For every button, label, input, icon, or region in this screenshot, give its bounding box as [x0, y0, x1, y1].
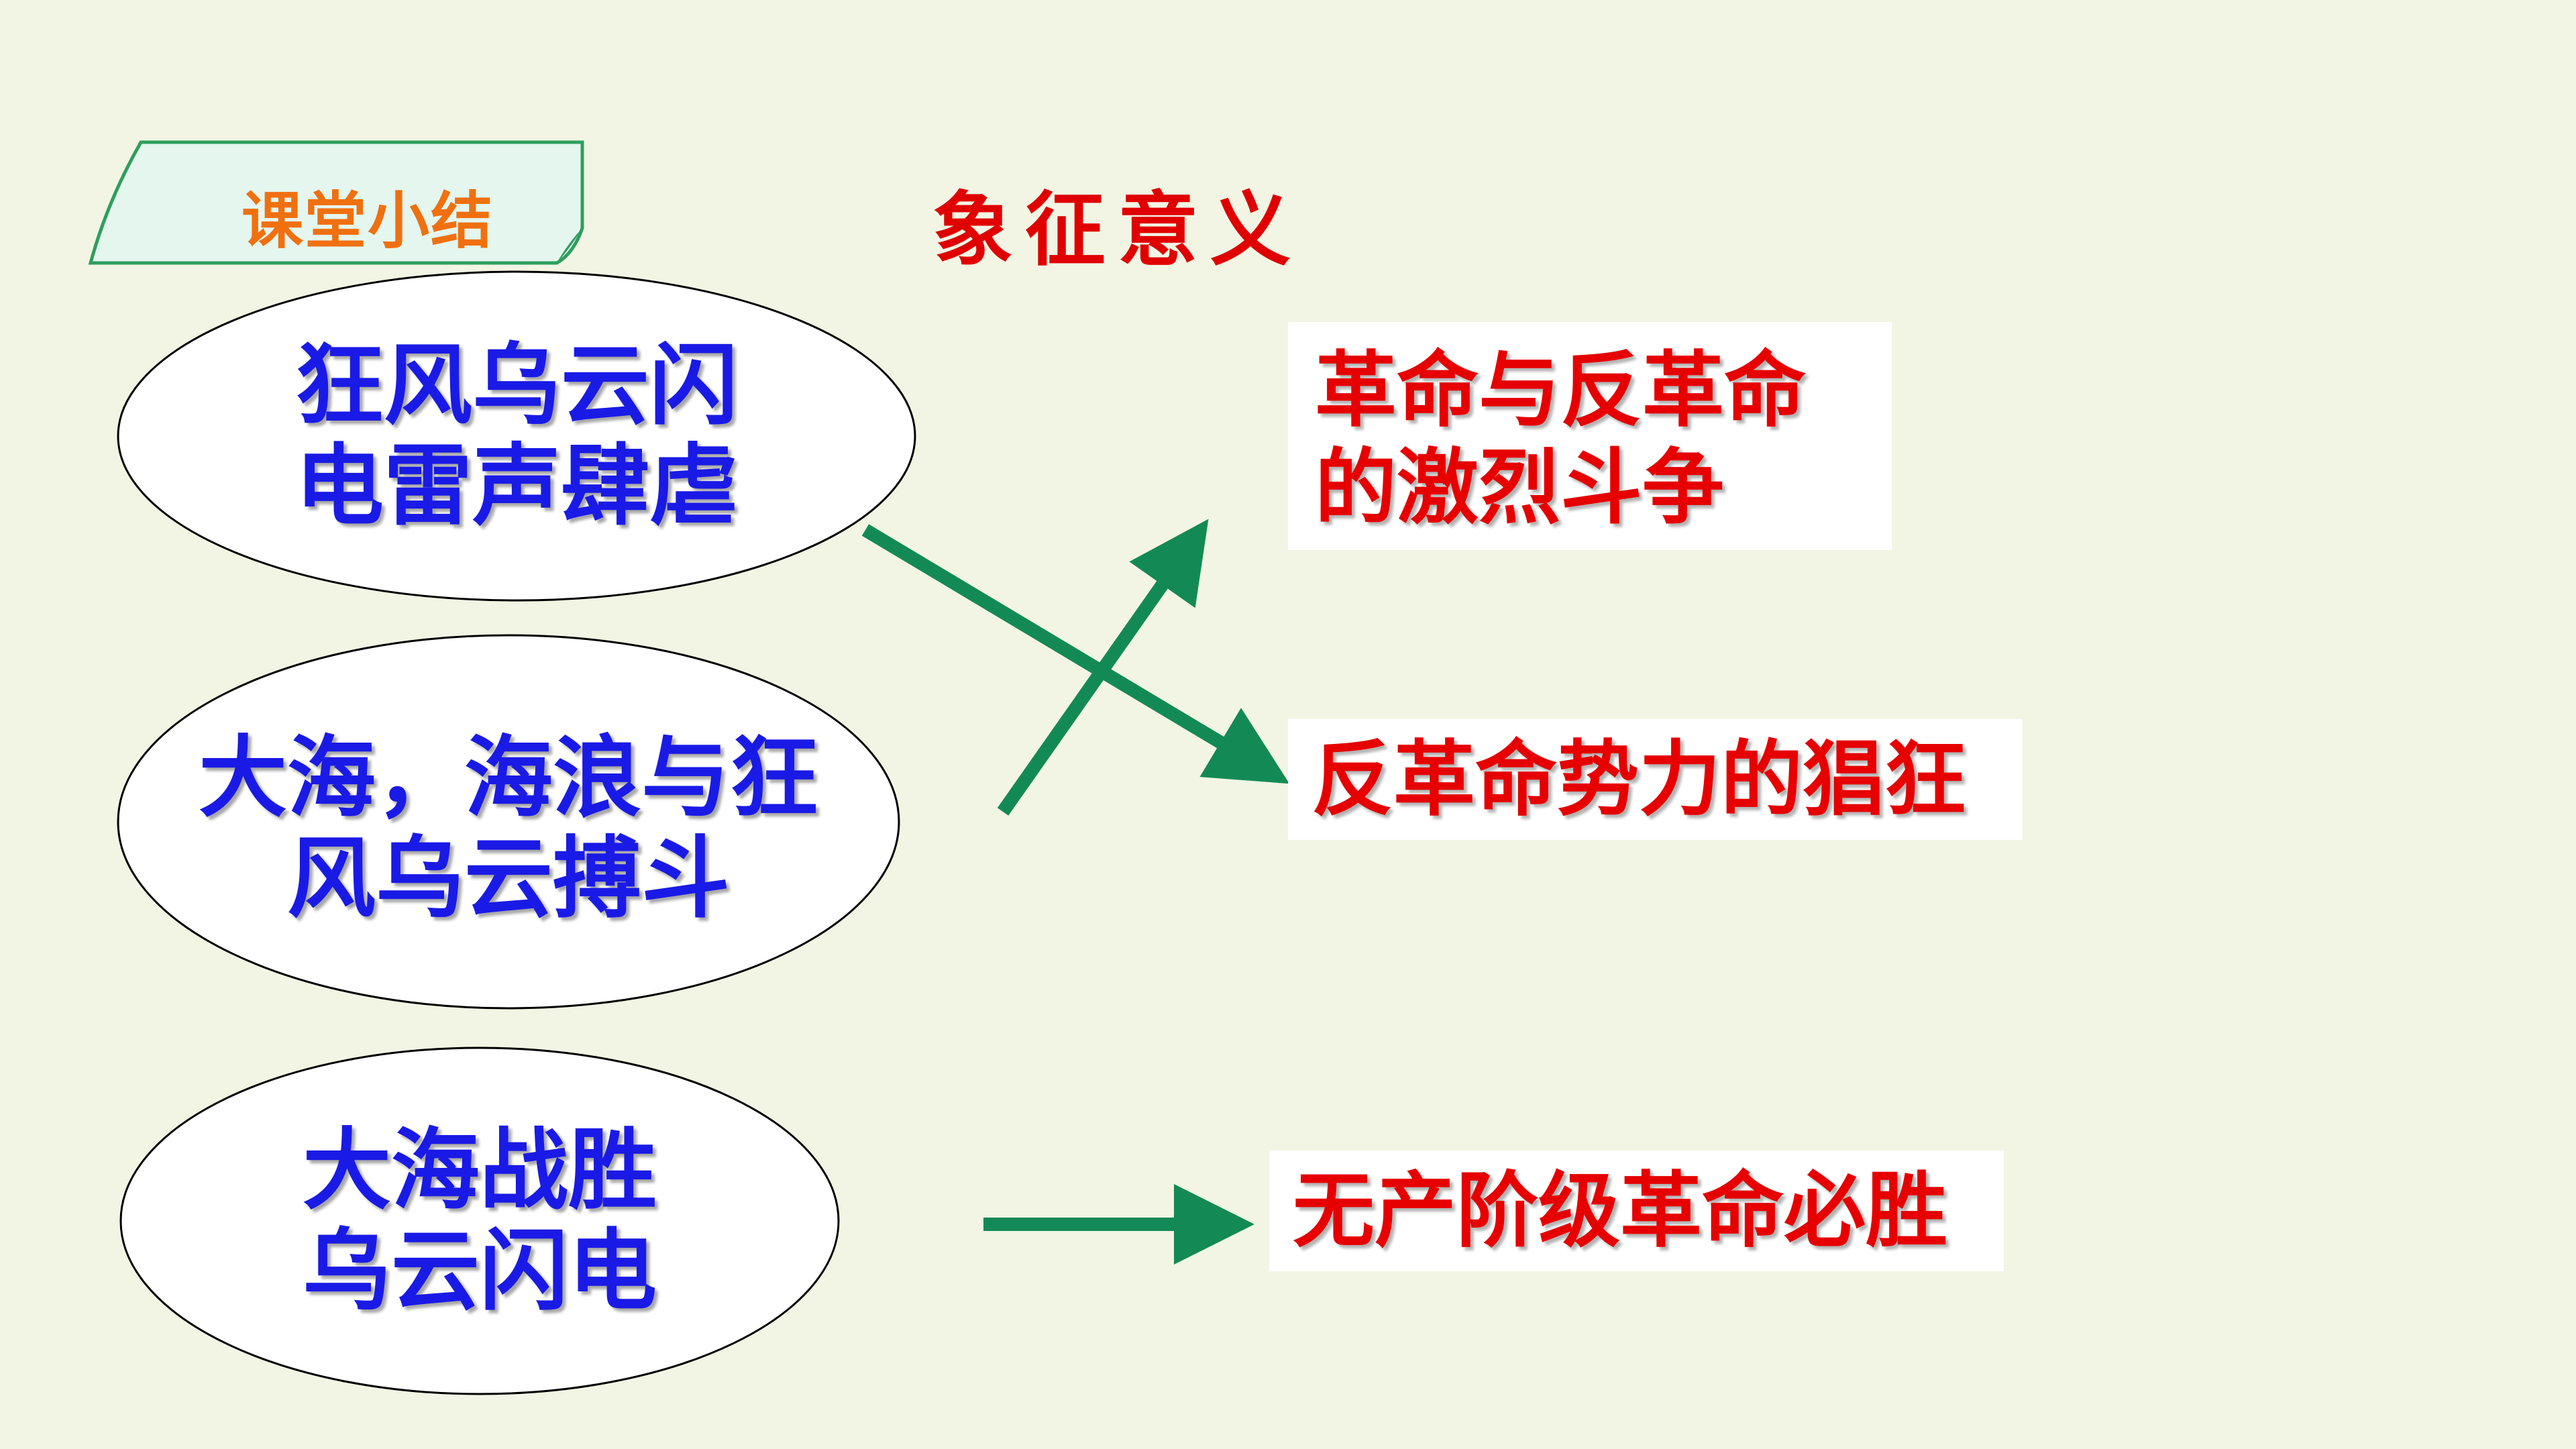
tag-fold [557, 228, 582, 263]
meaning-1-line-2: 的激烈斗争 [1315, 440, 1724, 535]
symbol-ellipse-2 [117, 634, 900, 1010]
arrow-symbol2-to-meaning1 [997, 519, 1209, 816]
symbol-2-line-2: 风乌云搏斗 [287, 827, 730, 930]
symbol-1-line-1: 狂风乌云闪 [295, 334, 738, 437]
tag-shape [88, 140, 584, 265]
symbol-2-line-1: 大海，海浪与狂 [199, 727, 818, 830]
symbol-3-line-1: 大海战胜 [303, 1119, 657, 1222]
symbol-ellipse-1 [117, 270, 916, 602]
tag-label: 课堂小结 [241, 185, 494, 257]
symbol-text-2: 大海，海浪与狂 风乌云搏斗 [173, 728, 844, 929]
meaning-1-line-1: 革命与反革命 [1315, 343, 1806, 438]
meaning-2-line-1: 反革命势力的猖狂 [1311, 732, 1966, 827]
heading-symbolic-meaning: 象征意义 [932, 182, 1303, 277]
symbol-text-1: 狂风乌云闪 电雷声肆虐 [248, 335, 785, 537]
meaning-box-2: 反革命势力的猖狂 [1288, 719, 2023, 840]
meaning-3-line-1: 无产阶级革命必胜 [1293, 1163, 1947, 1258]
meaning-box-1: 革命与反革命 的激烈斗争 [1288, 322, 1892, 550]
symbol-1-line-2: 电雷声肆虐 [295, 435, 738, 538]
symbol-text-3: 大海战胜 乌云闪电 [245, 1120, 714, 1322]
arrow-symbol1-to-meaning2 [861, 524, 1290, 784]
symbol-3-line-2: 乌云闪电 [303, 1220, 657, 1323]
meaning-box-3: 无产阶级革命必胜 [1269, 1150, 2004, 1271]
symbol-ellipse-3 [119, 1046, 840, 1395]
